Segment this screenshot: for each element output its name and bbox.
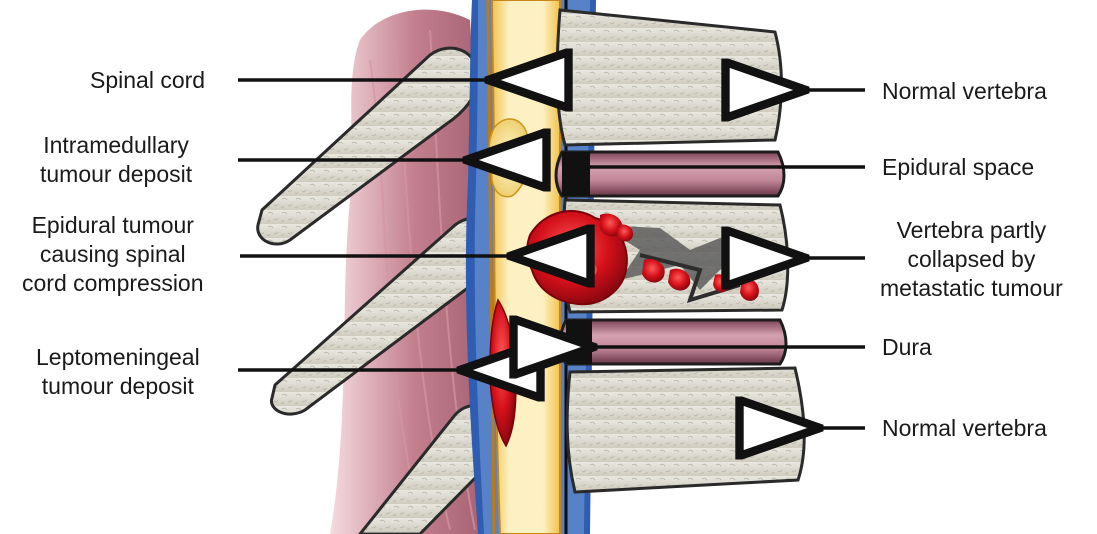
label-epidural-space: Epidural space [882,153,1034,182]
label-dura: Dura [882,333,932,362]
label-collapsed-line3: metastatic tumour [880,274,1063,303]
label-collapsed-line2: collapsed by [880,245,1063,274]
label-epidural-space-text: Epidural space [882,153,1034,182]
label-spinal-cord-text: Spinal cord [90,66,205,95]
label-dura-text: Dura [882,333,932,362]
label-normal-vertebra-bottom-text: Normal vertebra [882,414,1047,443]
label-spinal-cord: Spinal cord [90,66,205,95]
label-epidural-tumour-line2: causing spinal [22,240,204,269]
label-epidural-tumour-line1: Epidural tumour [22,211,204,240]
label-intramedullary-line1: Intramedullary [40,131,192,160]
label-normal-vertebra-bottom: Normal vertebra [882,414,1047,443]
label-intramedullary: Intramedullary tumour deposit [40,131,192,189]
label-normal-vertebra-top: Normal vertebra [882,77,1047,106]
label-leptomeningeal: Leptomeningeal tumour deposit [36,343,200,401]
dura-disc [560,320,786,364]
label-leptomeningeal-line2: tumour deposit [36,372,200,401]
normal-vertebra-top [557,10,781,145]
label-leptomeningeal-line1: Leptomeningeal [36,343,200,372]
label-intramedullary-line2: tumour deposit [40,160,192,189]
label-collapsed-vertebra: Vertebra partly collapsed by metastatic … [880,216,1063,303]
label-epidural-tumour-line3: cord compression [22,269,204,298]
label-normal-vertebra-top-text: Normal vertebra [882,77,1047,106]
normal-vertebra-bottom [567,368,804,492]
epidural-space-disc [556,152,784,196]
label-epidural-tumour: Epidural tumour causing spinal cord comp… [22,211,204,298]
label-collapsed-line1: Vertebra partly [880,216,1063,245]
